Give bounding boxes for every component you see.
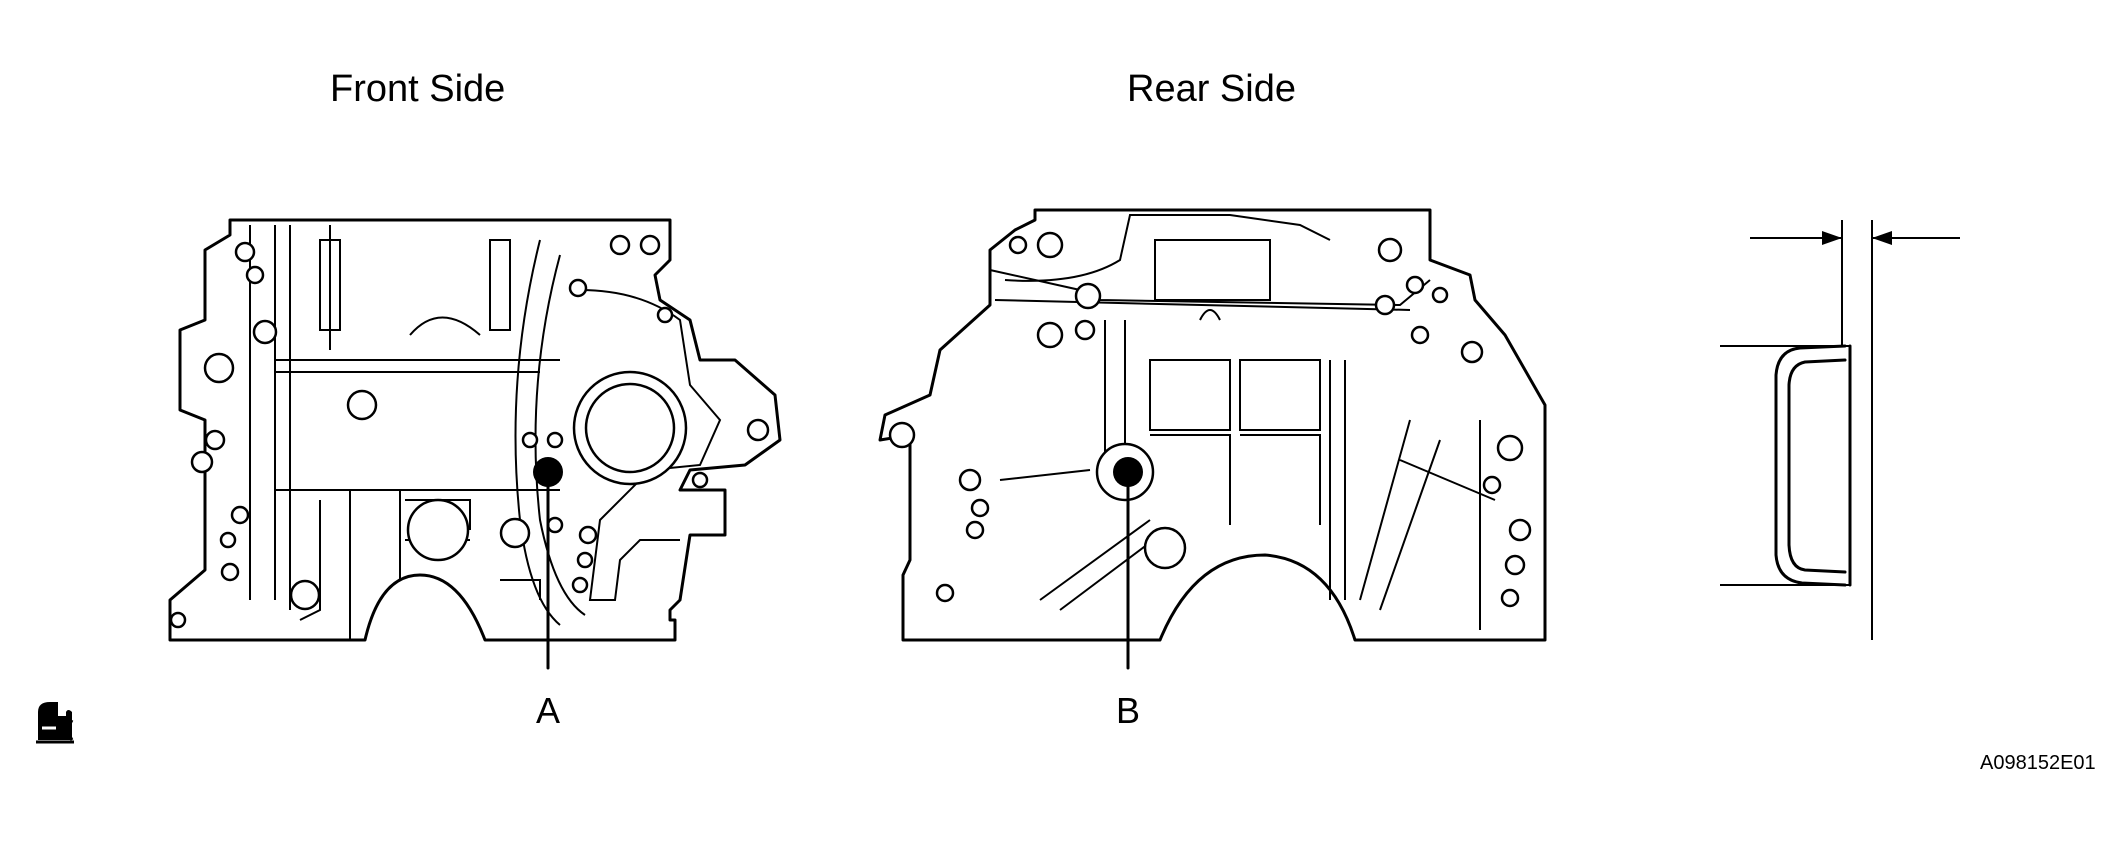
rear-side-view <box>878 208 1547 670</box>
front-side-view <box>168 218 782 670</box>
fipg-sealant-icon <box>36 702 74 744</box>
dimension-arrow-right <box>1872 231 1892 245</box>
callout-b-label: B <box>1116 690 1141 731</box>
seal-bead-detail <box>1720 220 1960 640</box>
callout-a-label: A <box>536 690 561 731</box>
front-side-title: Front Side <box>330 68 506 110</box>
dimension-arrow-left <box>1822 231 1842 245</box>
figure-code: A098152E01 <box>1980 752 2096 774</box>
rear-side-title: Rear Side <box>1127 68 1296 110</box>
